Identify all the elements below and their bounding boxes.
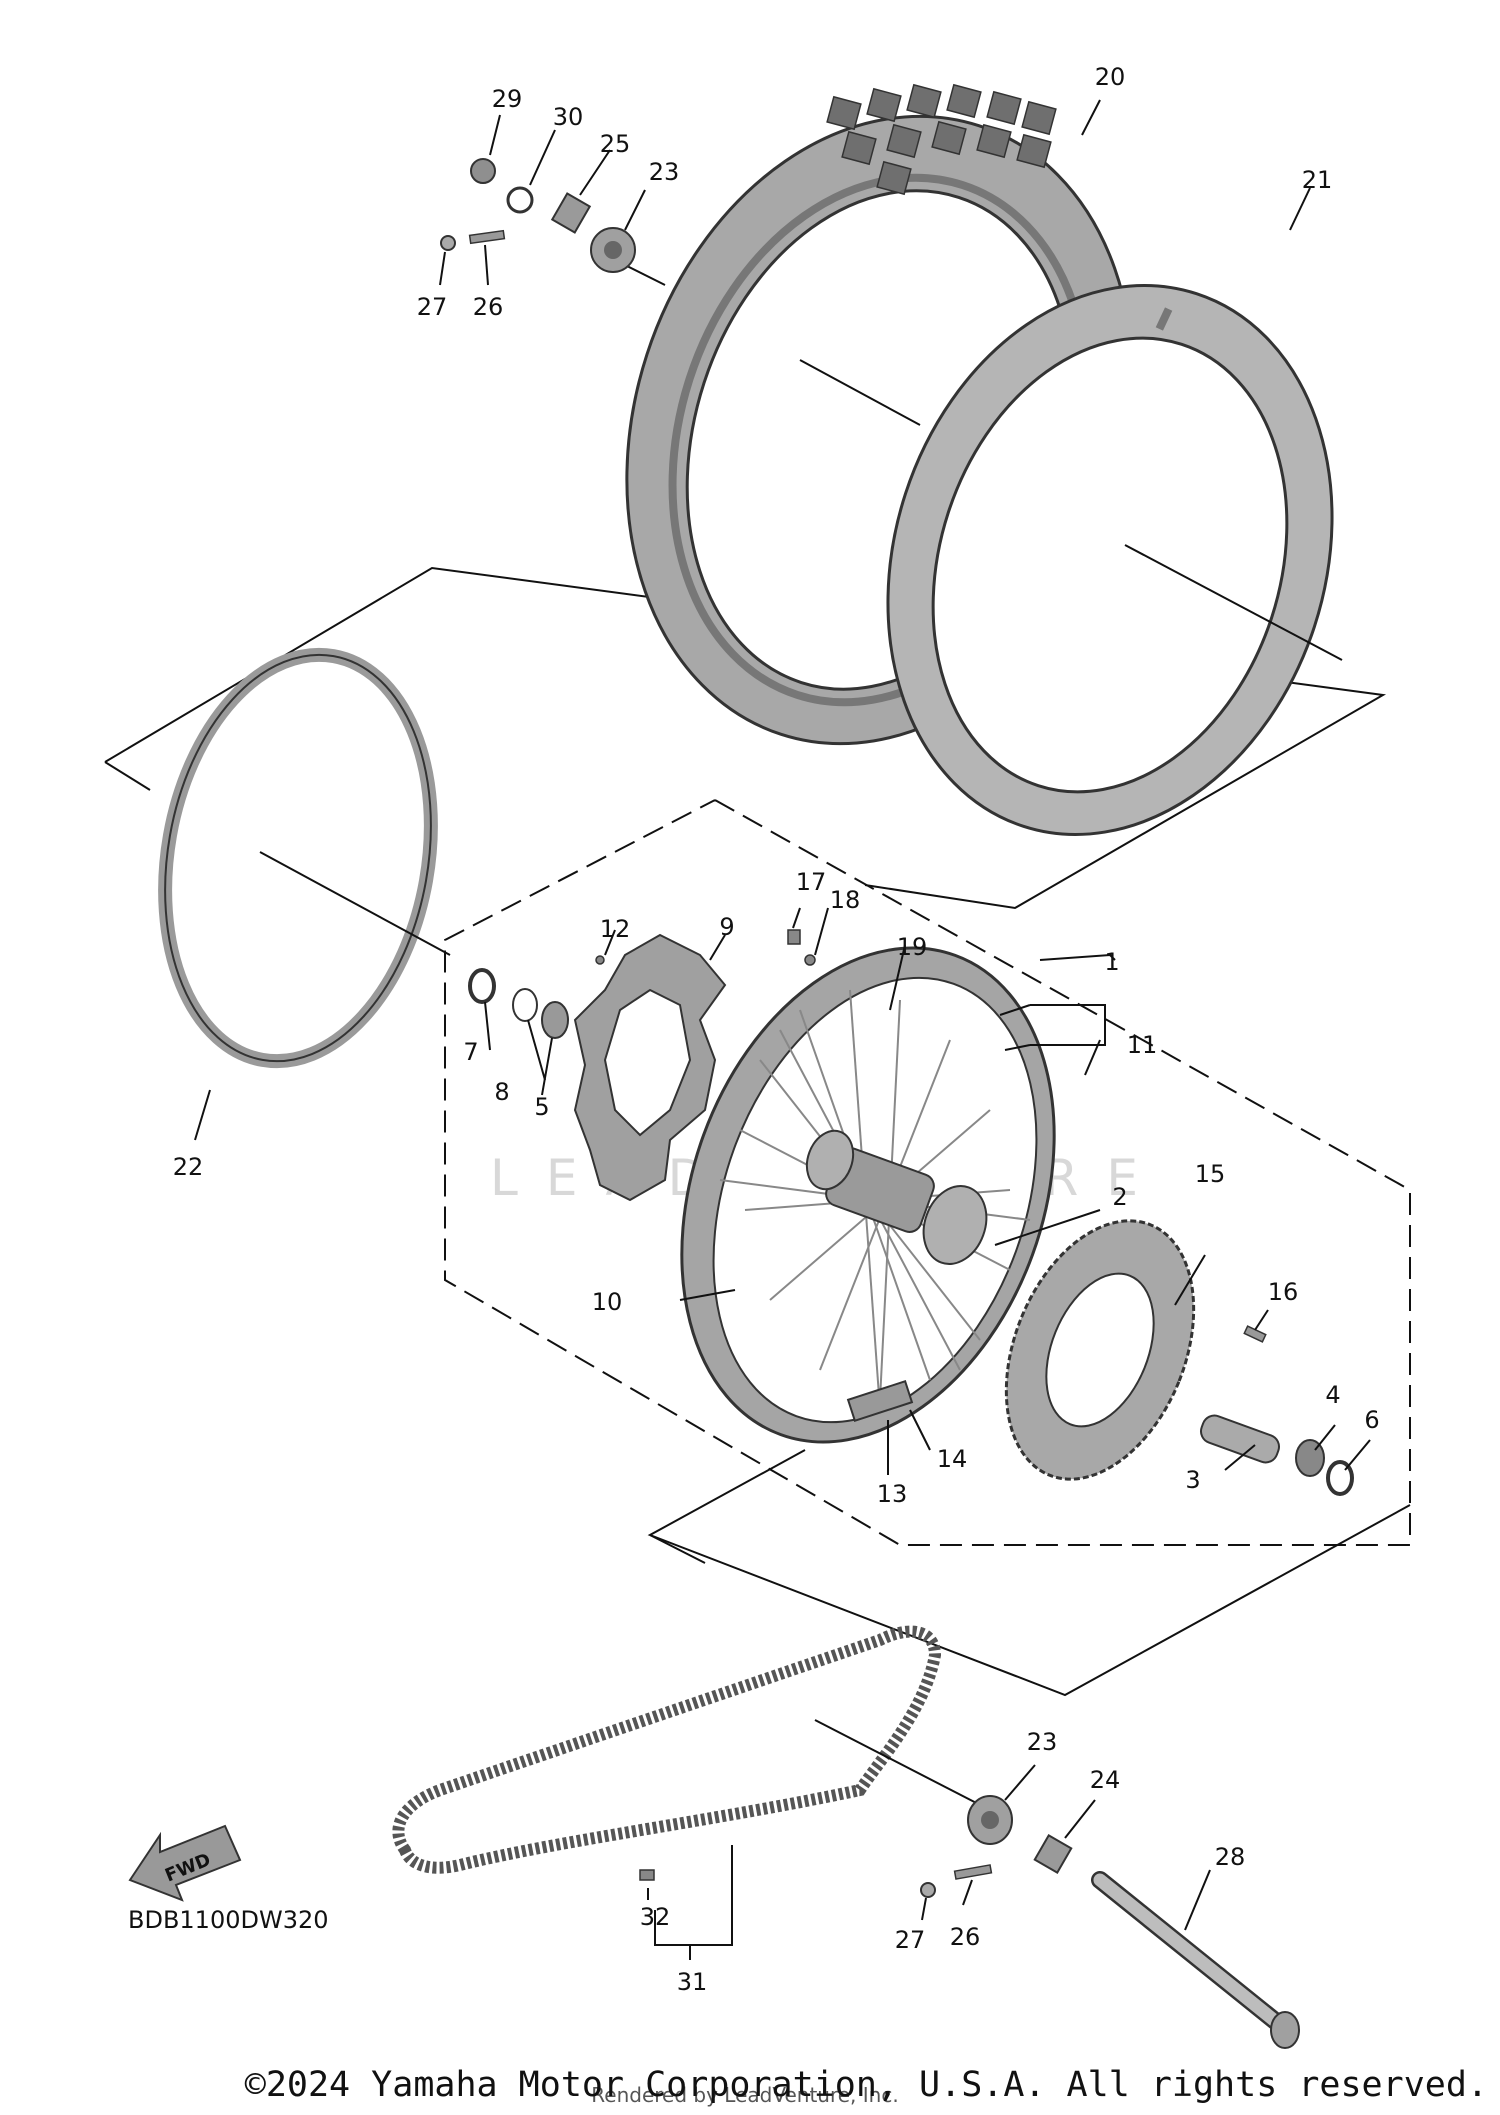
axle-adjuster-lower [920, 1795, 1073, 1898]
callout-28: 28 [1215, 1843, 1246, 1871]
callout-26-upper: 26 [473, 293, 504, 321]
callout-25: 25 [600, 130, 631, 158]
callout-21: 21 [1302, 166, 1333, 194]
wheel-rim [680, 946, 1056, 1444]
copyright-notice: ©2024 Yamaha Motor Corporation, U.S.A. A… [244, 2065, 1488, 2105]
callout-13: 13 [877, 1480, 908, 1508]
nut [787, 929, 801, 945]
callout-7: 7 [463, 1038, 478, 1066]
callout-6: 6 [1364, 1406, 1379, 1434]
rim-lock [846, 1380, 914, 1422]
callout-16: 16 [1268, 1278, 1299, 1306]
callout-15: 15 [1195, 1160, 1226, 1188]
inner-tube [886, 284, 1334, 836]
callout-14: 14 [937, 1445, 968, 1473]
rendered-by-text: Rendered by LeadVenture, Inc. [591, 2083, 898, 2107]
callout-29: 29 [492, 85, 523, 113]
callout-20: 20 [1095, 63, 1126, 91]
callout-18: 18 [830, 886, 861, 914]
axle-adjuster-upper [440, 158, 636, 273]
rear-axle [1091, 1871, 1300, 2049]
master-link [639, 1869, 655, 1881]
callout-2: 2 [1112, 1183, 1127, 1211]
callout-19: 19 [897, 933, 928, 961]
callout-23-upper: 23 [649, 158, 680, 186]
collar [1200, 1414, 1280, 1464]
callout-31: 31 [677, 1968, 708, 1996]
callout-24: 24 [1090, 1766, 1121, 1794]
callout-3: 3 [1185, 1466, 1200, 1494]
callout-27-upper: 27 [417, 293, 448, 321]
rear-sprocket [1004, 1219, 1196, 1481]
callout-10: 10 [592, 1288, 623, 1316]
callout-9: 9 [719, 913, 734, 941]
callout-26-lower: 26 [950, 1923, 981, 1951]
chain-group-outline [647, 1449, 1411, 1697]
callout-12: 12 [600, 915, 631, 943]
callout-1: 1 [1104, 948, 1119, 976]
callout-32: 32 [640, 1903, 671, 1931]
callout-5: 5 [534, 1093, 549, 1121]
callout-8: 8 [494, 1078, 509, 1106]
drive-chain [392, 1625, 942, 1874]
callout-23-lower: 23 [1027, 1728, 1058, 1756]
tire-group-outline [104, 566, 1387, 910]
bearings-and-seals [468, 929, 1354, 1496]
valve-stem [1155, 307, 1173, 331]
brake-disc [573, 933, 727, 1202]
callout-27-lower: 27 [895, 1926, 926, 1954]
wheel-assembly-outline [444, 799, 1411, 1546]
fwd-arrow-icon: FWD [128, 1824, 242, 1902]
callout-4: 4 [1325, 1381, 1340, 1409]
diagram-code: BDB1100DW320 [128, 1906, 329, 1934]
callout-11: 11 [1127, 1031, 1158, 1059]
callout-30: 30 [553, 103, 584, 131]
callout-17: 17 [796, 868, 827, 896]
rim-band [158, 647, 438, 1069]
callout-22: 22 [173, 1153, 204, 1181]
sprocket-bolt [1243, 1325, 1267, 1343]
